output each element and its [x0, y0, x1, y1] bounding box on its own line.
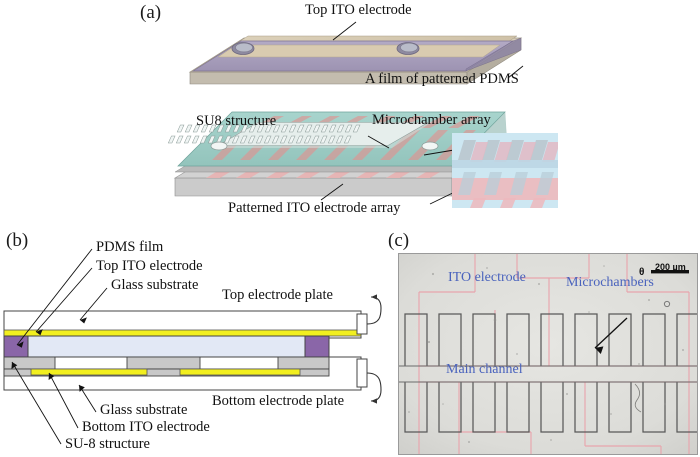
label-top-ito-b: Top ITO electrode [96, 258, 203, 274]
scale-bar [651, 270, 689, 274]
leader-inset-lower [429, 187, 464, 205]
label-glass-top-b: Glass substrate [111, 277, 199, 293]
leader-top-ito-electrode [332, 21, 357, 41]
micrograph-graphics: θ [399, 254, 697, 454]
leader-bottom-ito-b [48, 372, 79, 429]
label-glass-bottom-b: Glass substrate [100, 402, 188, 418]
leader-pdms-film-b [16, 248, 93, 346]
bottom-ito-electrode-layer [30, 368, 301, 376]
pdms-block-left [3, 335, 29, 358]
panel-b-label: (b) [6, 230, 29, 251]
leader-patterned-ito-array [320, 183, 344, 201]
ito-electrode-stripes-lower [206, 166, 450, 178]
label-ito-electrode-c: ITO electrode [448, 270, 526, 285]
leader-glass-top-b [79, 287, 108, 321]
label-top-electrode-plate: Top electrode plate [222, 287, 333, 303]
top-plate-connector-tab [356, 313, 368, 335]
panel-c-label: (c) [388, 230, 410, 251]
leader-su8-b [11, 361, 62, 445]
su8-structure-blocks [3, 356, 330, 377]
top-glass-substrate [3, 310, 362, 339]
bottom-plate-arrowhead [371, 398, 377, 404]
bottom-plate-connector-tab [356, 358, 368, 388]
leader-glass-bottom-b [78, 384, 97, 413]
label-scale-bar-value: 200 µm [655, 262, 686, 272]
panel-a-label: (a) [140, 2, 162, 23]
top-plate-arrowhead [371, 294, 377, 300]
label-patterned-pdms: A film of patterned PDMS [365, 71, 519, 87]
label-bottom-ito-b: Bottom ITO electrode [82, 419, 210, 435]
panel-a-inset [452, 133, 558, 208]
label-pdms-film-b: PDMS film [96, 239, 164, 255]
label-bottom-electrode-plate: Bottom electrode plate [212, 393, 345, 409]
label-microchamber-array: Microchamber array [372, 112, 491, 128]
leader-inset-upper [423, 147, 467, 156]
label-patterned-ito-array: Patterned ITO electrode array [228, 200, 401, 216]
leader-microchamber-array [367, 135, 390, 149]
bottom-plate-brace [366, 372, 382, 402]
scale-bar-theta-glyph: θ [639, 267, 644, 278]
top-ito-electrode-layer [3, 329, 362, 337]
label-top-ito-electrode: Top ITO electrode [305, 2, 412, 18]
leader-top-ito-b [35, 267, 93, 333]
label-microchambers-c: Microchambers [566, 275, 654, 290]
image-debris-speckles [408, 265, 684, 443]
top-plate-brace [366, 296, 382, 325]
label-main-channel-c: Main channel [446, 362, 523, 377]
label-su8-b: SU-8 structure [65, 436, 150, 452]
microchamber-row-upper [404, 313, 697, 366]
label-su8-structure: SU8 structure [196, 113, 277, 129]
microfluidic-channel-cavity [27, 335, 306, 358]
panel-c-micrograph: θ [398, 253, 698, 455]
bottom-glass-substrate [3, 356, 362, 391]
microchamber-row-lower [404, 382, 697, 433]
pdms-block-right [304, 335, 330, 358]
leader-microchambers-c [594, 317, 628, 349]
